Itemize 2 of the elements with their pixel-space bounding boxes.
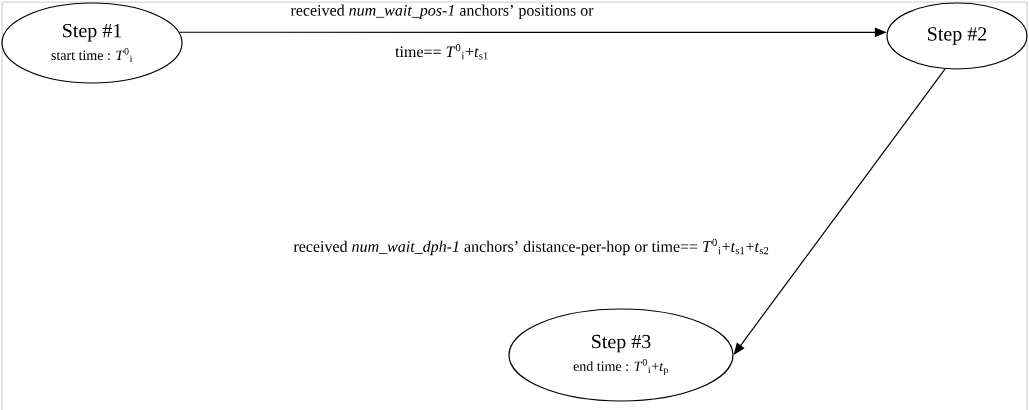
edge-label: received num_wait_pos-1 anchors’ positions or time== T$^{0}$$_{i}$+t$_{s1}$ <box>290 4 594 60</box>
edge-label: received num_wait_dph-1 anchors’ distance-per-hop or time== T$^{0}$$_{i}$+t$_{s1}$+t$_{s2}$ <box>293 238 769 256</box>
